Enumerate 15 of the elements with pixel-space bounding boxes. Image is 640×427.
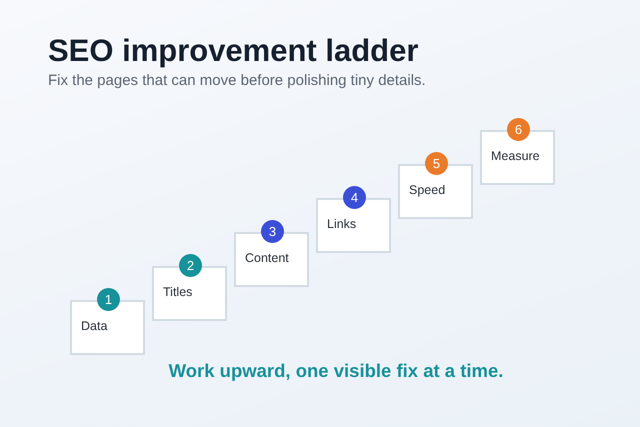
number-badge: 3	[261, 220, 284, 243]
number-badge: 2	[179, 254, 202, 277]
step-label: Links	[327, 217, 356, 232]
step-label: Speed	[409, 183, 446, 198]
step-label: Measure	[491, 149, 540, 164]
number-badge: 1	[97, 288, 120, 311]
number-badge: 4	[343, 186, 366, 209]
title: SEO improvement ladder	[48, 33, 418, 69]
step-label: Titles	[163, 285, 192, 300]
subtitle: Fix the pages that can move before polishing tiny details.	[48, 72, 426, 90]
caption: Work upward, one visible fix at a time.	[168, 360, 504, 382]
number-badge: 5	[425, 152, 448, 175]
step-label: Data	[81, 319, 108, 334]
number-badge: 6	[507, 118, 530, 141]
step-label: Content	[245, 251, 289, 266]
